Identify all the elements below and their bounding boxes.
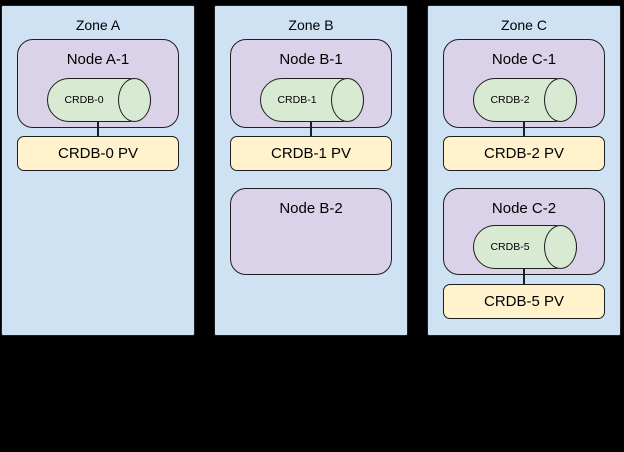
- node-a-1: Node A-1 CRDB-0: [17, 39, 179, 128]
- zone-a: Zone A Node A-1 CRDB-0 CRDB-0 PV: [1, 5, 195, 336]
- crdb-1-database-cylinder: CRDB-1: [260, 78, 364, 122]
- zone-b-title: Zone B: [288, 17, 334, 33]
- crdb-0-pv: CRDB-0 PV: [17, 136, 179, 171]
- node-b-2: Node B-2: [230, 188, 392, 275]
- node-c-1: Node C-1 CRDB-2: [443, 39, 605, 128]
- crdb-1-pv-label: CRDB-1 PV: [270, 145, 352, 162]
- node-b-1: Node B-1 CRDB-1: [230, 39, 392, 128]
- connector-crdb-2-to-pv: [523, 122, 525, 136]
- cylinder-cap: [544, 78, 577, 122]
- crdb-2-database-cylinder: CRDB-2: [473, 78, 577, 122]
- zone-a-title: Zone A: [75, 17, 121, 33]
- cylinder-cap: [118, 78, 151, 122]
- crdb-5-database-label: CRDB-5: [490, 241, 530, 253]
- crdb-2-pv-label: CRDB-2 PV: [483, 145, 565, 162]
- zone-b: Zone B Node B-1 CRDB-1 CRDB-1 PV Node B-…: [214, 5, 408, 336]
- crdb-5-pv-label: CRDB-5 PV: [483, 293, 565, 310]
- node-c-2-title: Node C-2: [491, 200, 557, 217]
- node-b-1-title: Node B-1: [279, 51, 343, 68]
- node-c-2: Node C-2 CRDB-5: [443, 188, 605, 275]
- cylinder-cap: [331, 78, 364, 122]
- node-b-2-title: Node B-2: [279, 200, 343, 217]
- crdb-1-database-label: CRDB-1: [277, 94, 317, 106]
- crdb-0-database-label: CRDB-0: [64, 94, 104, 106]
- crdb-0-pv-label: CRDB-0 PV: [57, 145, 139, 162]
- node-c-1-title: Node C-1: [491, 51, 557, 68]
- connector-crdb-0-to-pv: [97, 122, 99, 136]
- zone-c-title: Zone C: [501, 17, 547, 33]
- cylinder-cap: [544, 225, 577, 269]
- connector-crdb-1-to-pv: [310, 122, 312, 136]
- crdb-5-pv: CRDB-5 PV: [443, 284, 605, 319]
- zone-c: Zone C Node C-1 CRDB-2 CRDB-2 PV Node C-…: [427, 5, 621, 336]
- crdb-5-database-cylinder: CRDB-5: [473, 225, 577, 269]
- crdb-1-pv: CRDB-1 PV: [230, 136, 392, 171]
- crdb-0-database-cylinder: CRDB-0: [47, 78, 151, 122]
- connector-crdb-5-to-pv: [523, 268, 525, 284]
- crdb-2-database-label: CRDB-2: [490, 94, 530, 106]
- node-a-1-title: Node A-1: [66, 51, 130, 68]
- crdb-2-pv: CRDB-2 PV: [443, 136, 605, 171]
